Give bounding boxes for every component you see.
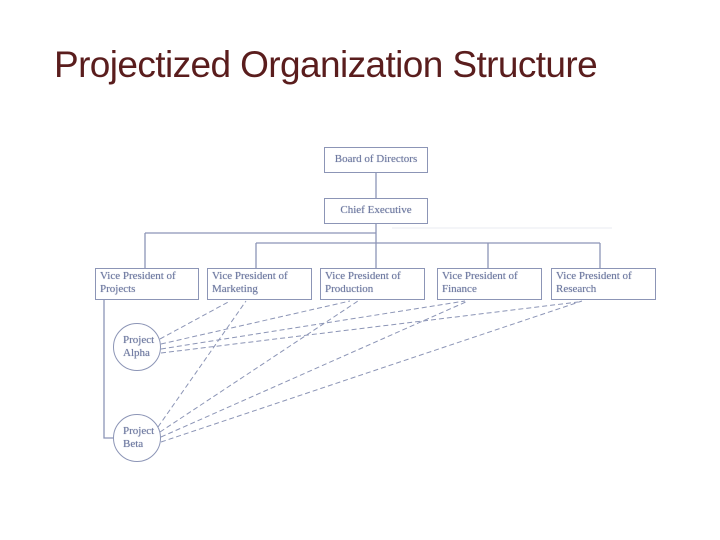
org-box-label-line1: Vice President of xyxy=(556,270,632,282)
org-box-board-of-directors: Board of Directors xyxy=(324,147,428,173)
org-box-label: Board of Directors xyxy=(334,153,418,166)
project-label-line1: Project xyxy=(123,334,155,347)
org-box-vp-finance: Vice President of Finance xyxy=(437,268,542,300)
org-box-label-line2: Marketing xyxy=(212,283,258,296)
org-box-vp-projects: Vice President of Projects xyxy=(95,268,199,300)
slide-title: Projectized Organization Structure xyxy=(54,44,598,85)
org-box-label-line2: Projects xyxy=(100,283,136,296)
org-box-label-line1: Vice President of xyxy=(442,270,518,282)
org-box-label-line1: Vice President of xyxy=(100,270,176,282)
project-label-line2: Alpha xyxy=(123,347,150,359)
org-box-vp-production: Vice President of Production xyxy=(320,268,425,300)
project-label-line1: Project xyxy=(123,425,155,438)
org-box-label-line2: Research xyxy=(556,283,597,296)
org-box-chief-executive: Chief Executive xyxy=(324,198,428,224)
org-box-label-line2: Finance xyxy=(442,283,477,296)
org-box-vp-research: Vice President of Research xyxy=(551,268,656,300)
org-box-label-line2: Production xyxy=(325,283,374,296)
project-link-dashed-lines xyxy=(157,300,583,443)
org-box-label-line1: Vice President of xyxy=(325,270,401,282)
org-box-vp-marketing: Vice President of Marketing xyxy=(207,268,312,300)
org-box-label-line1: Vice President of xyxy=(212,270,288,282)
project-circle-alpha: Project Alpha xyxy=(113,323,161,371)
project-label-line2: Beta xyxy=(123,438,144,450)
project-circle-beta: Project Beta xyxy=(113,414,161,462)
reporting-lines xyxy=(103,172,601,439)
org-box-label: Chief Executive xyxy=(340,204,412,217)
